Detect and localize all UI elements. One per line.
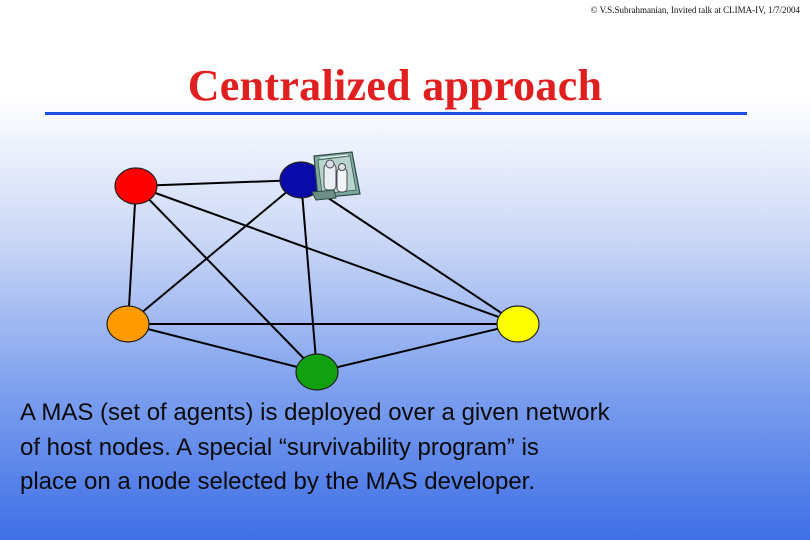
title-underline [45,112,747,115]
caption-line: A MAS (set of agents) is deployed over a… [20,399,610,426]
node-yellow [496,305,540,343]
edge-yellow-green [316,323,519,373]
copyright-notice: © V.S.Subrahmanian, Invited talk at CLIM… [590,5,800,15]
edge-blue-orange [127,179,302,325]
edge-red-yellow [135,185,519,325]
caption-line: place on a node selected by the MAS deve… [20,468,536,495]
caption-line: of host nodes. A special “survivability … [20,433,539,461]
slide-caption: A MAS (set of agents) is deployed over a… [20,396,800,500]
node-orange [106,305,150,343]
edge-orange-green [127,323,318,373]
edge-red-green [135,185,318,373]
slide-title: Centralized approach [187,61,603,110]
edge-blue-green [300,179,318,373]
network-edges [127,179,519,373]
edge-red-blue [135,179,302,187]
node-red [114,167,158,205]
edge-blue-yellow [300,179,519,325]
node-green [295,353,339,391]
survivability-program-icon [311,151,361,201]
edge-red-orange [127,185,137,325]
network-nodes [106,161,540,391]
